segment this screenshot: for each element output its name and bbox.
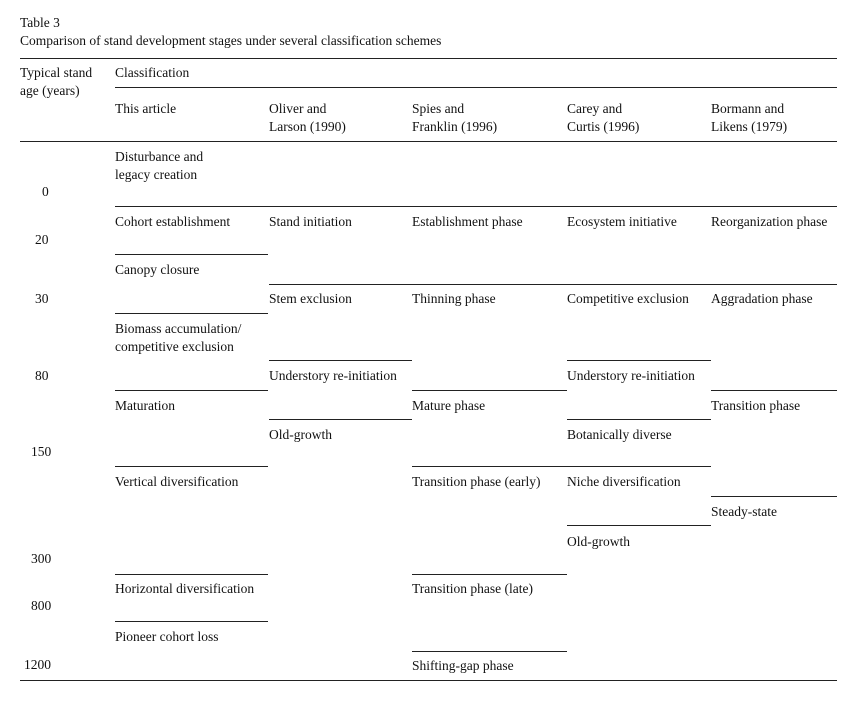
- stage-carey-curtis: Old-growth: [567, 534, 630, 549]
- stage-bormann-likens: Steady-state: [711, 504, 777, 519]
- age-value: 800: [31, 598, 52, 613]
- stage-this-article: Canopy closure: [115, 262, 200, 277]
- stage-rule: [115, 254, 268, 255]
- stage-oliver-larson: Stand initiation: [269, 214, 352, 229]
- stage-oliver-larson: Stem exclusion: [269, 291, 352, 306]
- age-value: 80: [35, 368, 49, 383]
- stage-carey-curtis: Competitive exclusion: [567, 291, 689, 306]
- stage-rule: [567, 525, 711, 526]
- stage-rule: [115, 466, 268, 467]
- stage-rule: [567, 360, 711, 361]
- age-value: 1200: [24, 657, 51, 672]
- stage-rule: [711, 496, 837, 497]
- stage-this-article: Cohort establishment: [115, 214, 231, 229]
- stage-spies-franklin: Transition phase (late): [412, 581, 533, 596]
- stage-rule: [412, 390, 567, 391]
- stage-carey-curtis: Understory re-initiation: [567, 368, 695, 383]
- stage-spies-franklin: Transition phase (early): [412, 474, 541, 489]
- stage-spies-franklin: Shifting-gap phase: [412, 658, 514, 673]
- table-caption: Comparison of stand development stages u…: [20, 33, 442, 48]
- scheme-header-spies-franklin: Spies and Franklin (1996): [412, 101, 498, 134]
- stage-carey-curtis: Ecosystem initiative: [567, 214, 677, 229]
- stage-rule: [115, 313, 268, 314]
- stage-this-article: Biomass accumulation/ competitive exclus…: [115, 321, 242, 354]
- scheme-header-this-article: This article: [115, 101, 177, 116]
- stage-rule: [412, 574, 567, 575]
- age-value: 150: [31, 444, 52, 459]
- stage-this-article: Horizontal diversification: [115, 581, 255, 596]
- age-value: 300: [31, 551, 52, 566]
- stage-rule: [115, 390, 268, 391]
- stage-rule: [269, 284, 837, 285]
- stage-carey-curtis: Niche diversification: [567, 474, 681, 489]
- classification-header: Classification: [115, 65, 190, 80]
- bottom-rule: [20, 680, 837, 681]
- age-value: 0: [42, 184, 49, 199]
- stage-rule: [711, 390, 837, 391]
- table-label: Table 3: [20, 15, 60, 30]
- stage-bormann-likens: Transition phase: [711, 398, 801, 413]
- stage-this-article: Disturbance and legacy creation: [115, 149, 204, 182]
- stage-spies-franklin: Establishment phase: [412, 214, 523, 229]
- stage-oliver-larson: Old-growth: [269, 427, 332, 442]
- scheme-header-oliver-larson: Oliver and Larson (1990): [269, 101, 346, 134]
- stage-rule: [115, 621, 268, 622]
- age-value: 30: [35, 291, 49, 306]
- stage-rule: [412, 651, 567, 652]
- age-value: 20: [35, 232, 49, 247]
- scheme-header-carey-curtis: Carey and Curtis (1996): [567, 101, 640, 134]
- stage-rule: [567, 419, 711, 420]
- stage-rule: [115, 206, 837, 207]
- stage-spies-franklin: Thinning phase: [412, 291, 496, 306]
- stage-this-article: Vertical diversification: [115, 474, 239, 489]
- stage-this-article: Maturation: [115, 398, 175, 413]
- stage-rule: [567, 466, 711, 467]
- stage-bormann-likens: Aggradation phase: [711, 291, 813, 306]
- header-bottom-rule: [20, 141, 837, 142]
- scheme-header-bormann-likens: Bormann and Likens (1979): [711, 101, 788, 134]
- stage-spies-franklin: Mature phase: [412, 398, 486, 413]
- stage-oliver-larson: Understory re-initiation: [269, 368, 397, 383]
- stage-rule: [412, 466, 567, 467]
- stage-rule: [115, 574, 268, 575]
- classification-rule: [115, 87, 837, 88]
- stage-this-article: Pioneer cohort loss: [115, 629, 219, 644]
- stage-carey-curtis: Botanically diverse: [567, 427, 672, 442]
- stage-rule: [269, 360, 412, 361]
- stage-bormann-likens: Reorganization phase: [711, 214, 828, 229]
- stage-rule: [269, 419, 412, 420]
- top-rule: [20, 58, 837, 59]
- age-column-header: Typical stand age (years): [20, 65, 93, 98]
